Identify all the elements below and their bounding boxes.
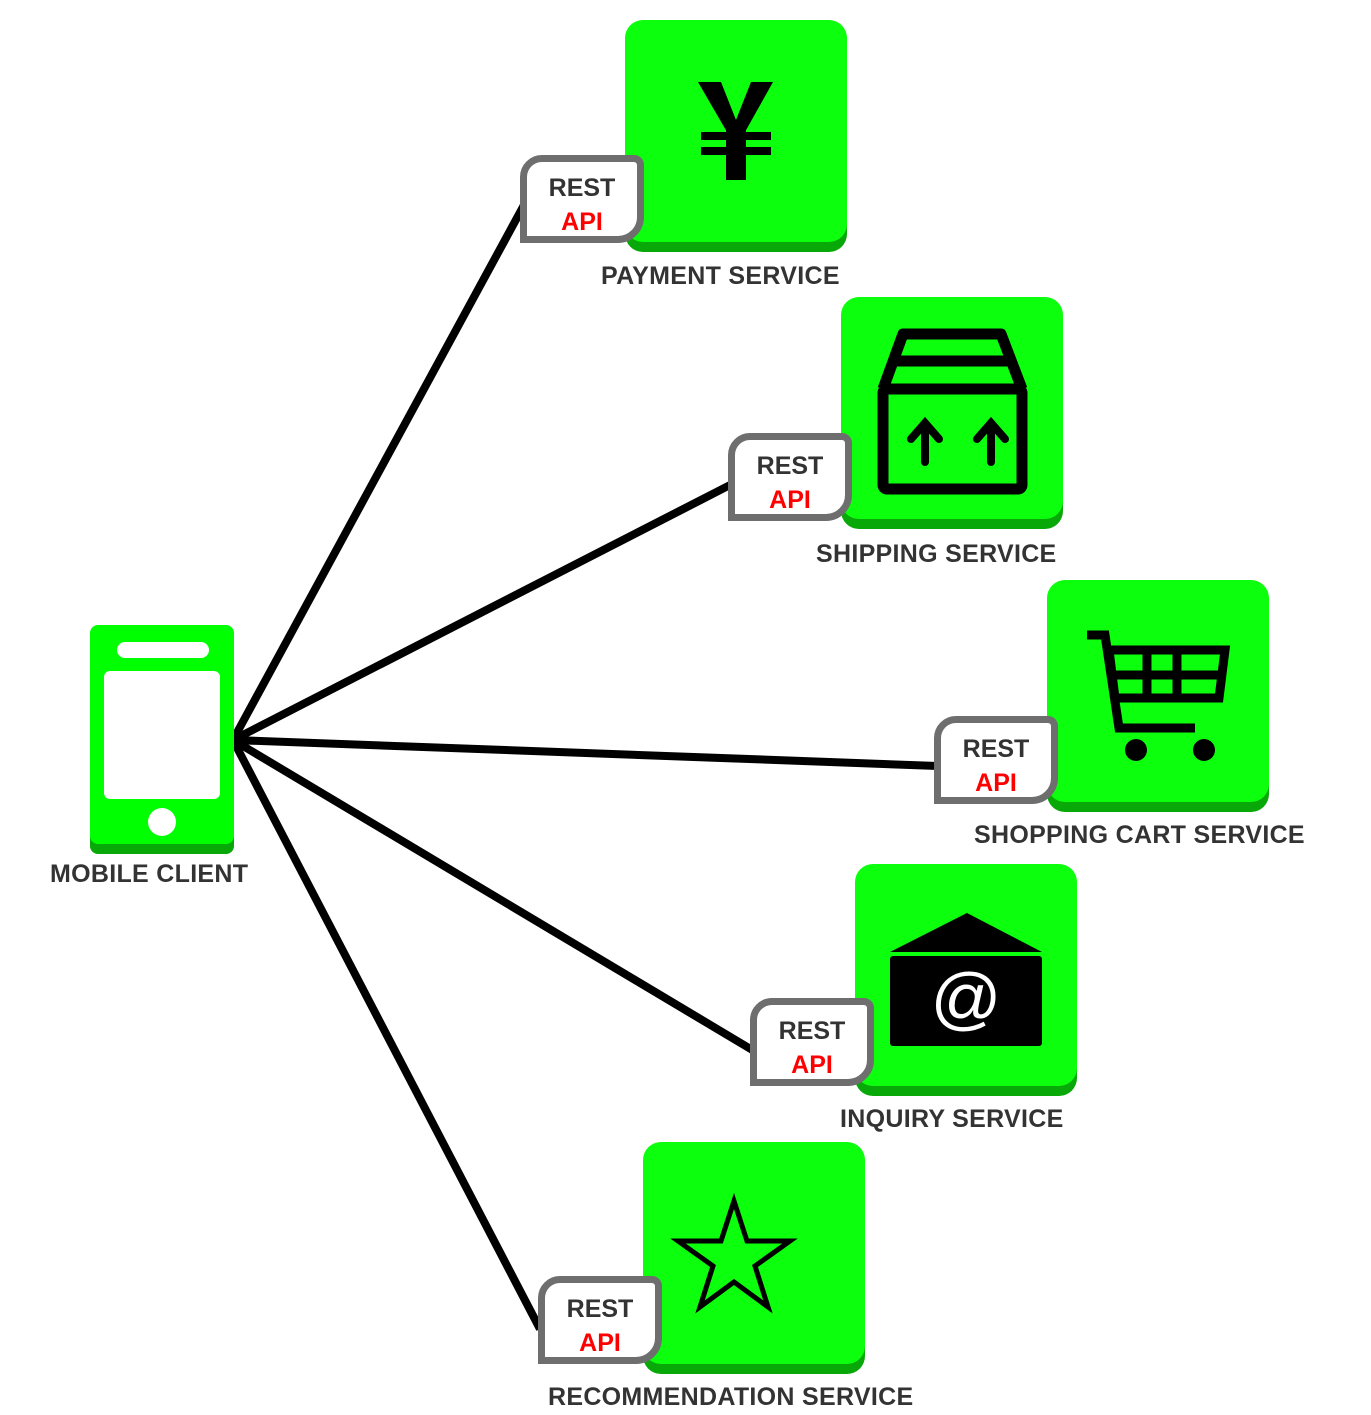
inquiry-service-node[interactable]: @ — [855, 864, 1077, 1086]
payment-service-label: PAYMENT SERVICE — [601, 262, 840, 290]
connector-shipping — [231, 480, 734, 744]
payment-rest-api-badge: REST API — [520, 155, 644, 243]
connector-payment — [229, 203, 528, 742]
inquiry-rest-api-badge: REST API — [750, 998, 874, 1086]
connector-cart — [232, 736, 939, 770]
svg-text:@: @ — [930, 959, 1001, 1037]
mobile-client-label: MOBILE CLIENT — [50, 860, 249, 888]
email-at-icon: @ — [890, 913, 1042, 1046]
recommendation-service-node[interactable] — [643, 1142, 865, 1364]
recommendation-rest-api-badge: REST API — [538, 1276, 662, 1364]
smartphone-screen — [104, 671, 220, 799]
box-icon — [877, 328, 1028, 495]
yen-icon — [698, 82, 773, 180]
connector-recommendation — [229, 738, 544, 1331]
shopping-cart-rest-api-badge: REST API — [934, 716, 1058, 804]
recommendation-service-label: RECOMMENDATION SERVICE — [548, 1383, 914, 1411]
shopping-cart-service-node[interactable] — [1047, 580, 1269, 802]
inquiry-service-label: INQUIRY SERVICE — [840, 1105, 1064, 1133]
shipping-service-label: SHIPPING SERVICE — [816, 540, 1057, 568]
connector-inquiry — [230, 736, 757, 1055]
smartphone-speaker — [117, 642, 209, 658]
smartphone-home-button — [148, 808, 176, 836]
shipping-rest-api-badge: REST API — [728, 433, 852, 521]
shopping-cart-icon — [1087, 630, 1231, 761]
shopping-cart-service-label: SHOPPING CART SERVICE — [974, 821, 1305, 849]
shipping-service-node[interactable] — [841, 297, 1063, 519]
mobile-client-node[interactable] — [90, 625, 234, 844]
payment-service-node[interactable] — [625, 20, 847, 242]
star-icon — [670, 1192, 798, 1314]
